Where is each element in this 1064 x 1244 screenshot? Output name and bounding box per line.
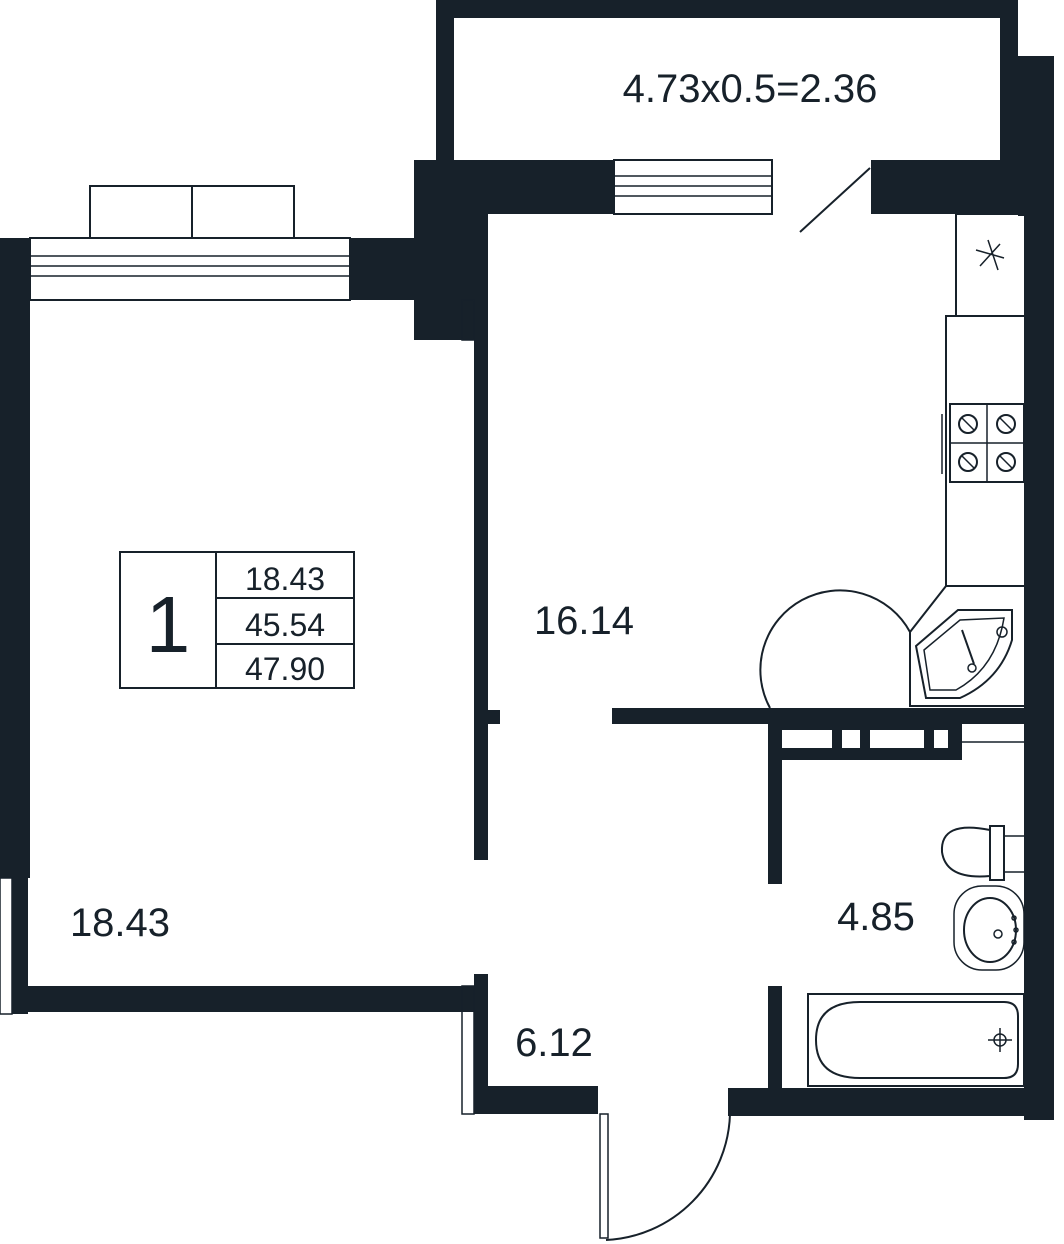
kitchen-counter: [909, 213, 1024, 707]
wall-bedroom-partition-outline: [461, 299, 475, 341]
wall-left-exterior-lower-fill: [12, 878, 28, 1014]
area-summary-table: 1 18.43 45.54 47.90: [119, 551, 355, 689]
wall-bath-left-upper: [768, 722, 782, 884]
balcony-wall-left: [436, 0, 454, 162]
room-area-bathroom: 4.85: [837, 895, 915, 939]
wall-hallway-bottom: [474, 1086, 598, 1114]
wall-kitchen-bath-divider: [612, 708, 1026, 724]
wall-bedroom-top-right: [350, 238, 488, 300]
wall-left-exterior: [0, 238, 30, 878]
balcony: [436, 0, 1054, 216]
wall-right-exterior: [1024, 160, 1054, 1120]
wall-bedroom-partition-lower: [474, 510, 488, 860]
room-area-bedroom: 18.43: [70, 901, 170, 945]
wall-bath-vent-post-2: [860, 722, 870, 760]
balcony-area-label: 4.73x0.5=2.36: [623, 67, 878, 111]
toilet-icon: [940, 825, 1024, 881]
total-with-balcony-value: 47.90: [245, 651, 325, 687]
door-arc-kitchen: [759, 589, 911, 709]
window-kitchen: [613, 159, 773, 215]
room-area-hallway: 6.12: [515, 1021, 593, 1065]
room-area-kitchen-living: 16.14: [534, 599, 634, 643]
wall-bath-vent-post-3: [924, 722, 934, 760]
wall-partition-notch: [486, 710, 500, 724]
wall-bottom-right: [728, 1088, 1054, 1116]
entrance-door: [599, 1113, 731, 1241]
wall-bath-vent-post-4: [948, 722, 962, 760]
window-bedroom: [29, 185, 351, 301]
fridge-icon: [975, 239, 1005, 271]
balcony-wall-right: [1000, 0, 1018, 162]
bathroom-sink-icon: [953, 885, 1025, 971]
kitchen-sink-icon: [914, 609, 1013, 699]
total-area-value: 45.54: [245, 607, 325, 643]
balcony-door: [799, 160, 873, 233]
wall-bedroom-partition-upper: [474, 340, 488, 510]
stove-icon: [941, 403, 1025, 483]
wall-bottom-left: [28, 986, 488, 1012]
wall-top-right-block: [872, 160, 1054, 214]
wall-hallway-left-outline: [461, 985, 475, 1115]
wall-left-exterior-lower: [0, 877, 13, 1015]
living-area-value: 18.43: [245, 561, 325, 597]
wall-hallway-left: [474, 974, 488, 1114]
wall-bath-left-lower: [768, 986, 782, 1096]
bathtub-icon: [807, 993, 1025, 1087]
wall-bath-vent-post-1: [832, 722, 842, 760]
balcony-wall-top: [436, 0, 1018, 18]
room-count-label: 1: [146, 580, 191, 669]
